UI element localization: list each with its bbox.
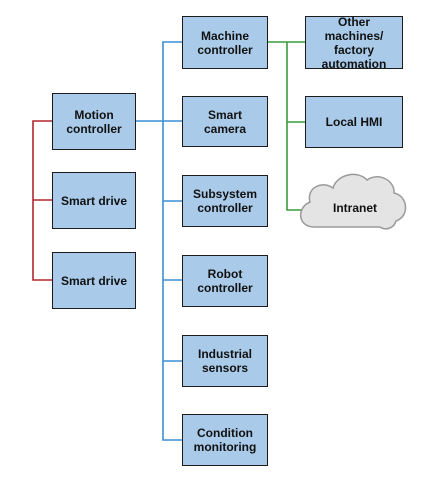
smart-drive-box-2: Smart drive: [52, 252, 136, 309]
plant-links: [268, 41, 305, 211]
subsystem-controller-box: Subsystem controller: [182, 175, 268, 227]
robot-controller-box: Robot controller: [182, 255, 268, 307]
smart-camera-box: Smart camera: [182, 96, 268, 147]
smart-drive-box-1: Smart drive: [52, 172, 136, 229]
other-machines-box: Other machines/ factory automation: [305, 15, 403, 71]
motion-controller-box: Motion controller: [52, 93, 136, 150]
intranet-label: Intranet: [332, 201, 377, 215]
drive-links: [32, 120, 52, 281]
local-hmi-box: Local HMI: [305, 96, 403, 148]
condition-monitoring-box: Condition monitoring: [182, 414, 268, 466]
bus-links: [136, 41, 182, 441]
machine-controller-box: Machine controller: [182, 16, 268, 69]
intranet-cloud: [300, 173, 407, 230]
industrial-sensors-box: Industrial sensors: [182, 335, 268, 387]
